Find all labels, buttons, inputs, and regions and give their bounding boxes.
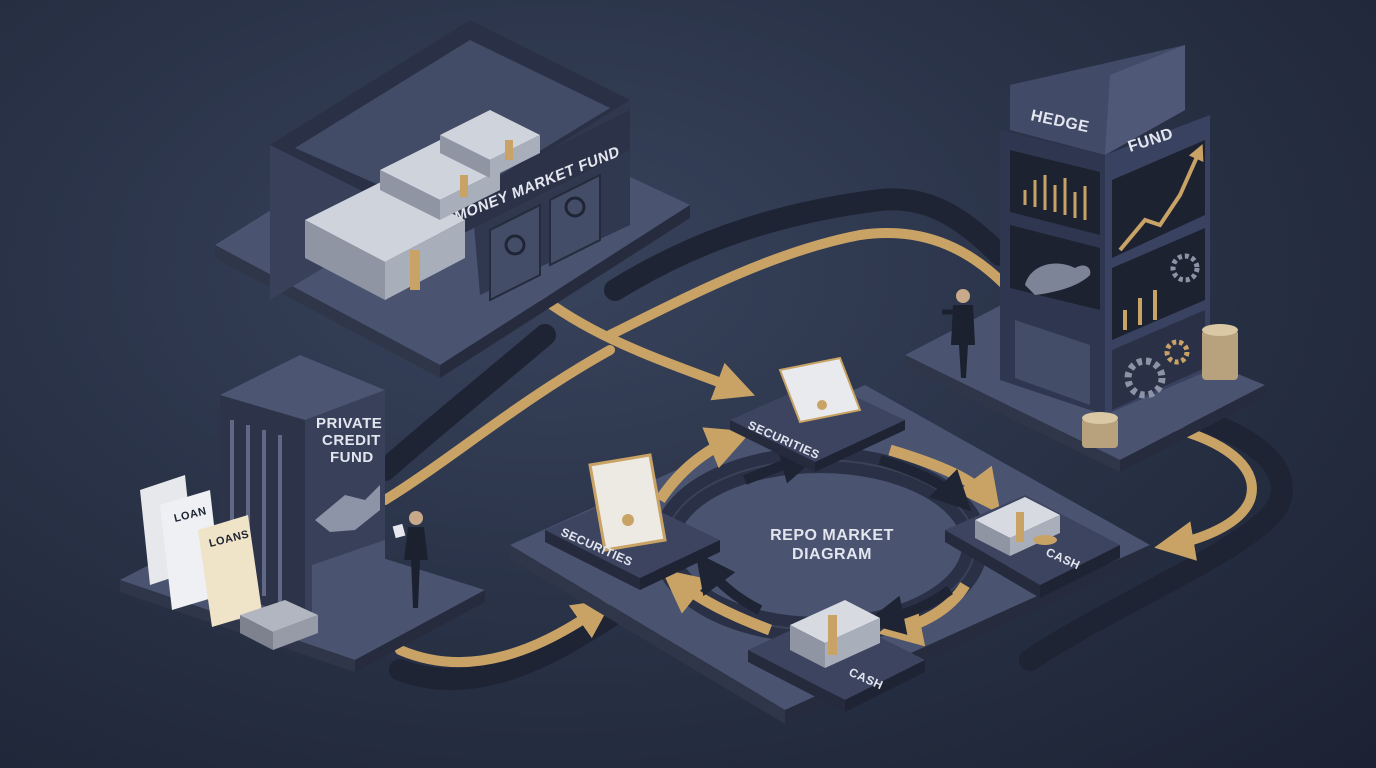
vault-door-icon xyxy=(489,173,601,302)
track-mmf-to-repo-gold xyxy=(540,295,755,401)
securities-pad-left: SECURITIES xyxy=(545,453,720,590)
handshake-icon xyxy=(315,485,380,532)
cycle-arrow-top-left xyxy=(655,427,752,504)
money-stack-icon xyxy=(305,110,540,300)
track-hedge-to-repo-gold xyxy=(1154,425,1257,561)
pcf-entrance xyxy=(312,540,385,618)
cash-pad-bottom: CASH xyxy=(748,600,925,712)
hedge-entrance xyxy=(1015,320,1090,405)
track-pcf-to-repo-gold xyxy=(395,598,614,668)
track-mmf-to-hedge-gold xyxy=(605,228,1010,340)
flow-tracks xyxy=(374,188,1293,691)
certificate-icon-left xyxy=(588,453,667,552)
mmf-sign-band xyxy=(440,110,630,245)
businessman-figure xyxy=(942,289,975,378)
money-stack-icon-right xyxy=(975,497,1060,556)
pcf-label-2: CREDIT xyxy=(322,432,381,449)
money-stack-icon-bottom xyxy=(790,600,880,668)
track-pcf-to-mmf-gold xyxy=(380,345,615,505)
loan-documents: LOAN LOANS xyxy=(140,475,262,627)
repo-center-title-1: REPO MARKET xyxy=(770,527,894,544)
hedge-fund: HEDGE FUND xyxy=(905,45,1265,472)
cycle-arrow-bottom-left xyxy=(661,569,772,636)
businesswoman-figure xyxy=(392,511,428,608)
track-pcf-to-mmf-dark xyxy=(374,324,556,481)
private-credit-fund: PRIVATE CREDIT FUND LOAN LOANS xyxy=(120,355,485,672)
certificate-icon xyxy=(778,356,862,424)
gear-icon xyxy=(1170,253,1200,283)
rising-chart-icon xyxy=(1112,140,1205,258)
repo-market: REPO MARKET DIAGRAM SECURITIES SECURITIE… xyxy=(510,356,1150,724)
cash-pad-right: CASH xyxy=(945,495,1120,598)
pcf-label-3: FUND xyxy=(330,449,374,466)
money-market-fund: MONEY MARKET FUND xyxy=(215,20,690,378)
pcf-roof xyxy=(220,355,385,420)
pcf-label-1: PRIVATE xyxy=(316,415,382,432)
coin-stack-icon xyxy=(1082,324,1238,448)
track-mmf-to-hedge-dark xyxy=(604,188,1011,301)
track-hedge-to-repo-dark xyxy=(1019,409,1293,671)
repo-center-title-2: DIAGRAM xyxy=(792,546,872,563)
securities-pad-top: SECURITIES xyxy=(730,356,905,472)
gear-icon-large xyxy=(1124,357,1166,399)
silver-bar-stack xyxy=(240,600,318,650)
